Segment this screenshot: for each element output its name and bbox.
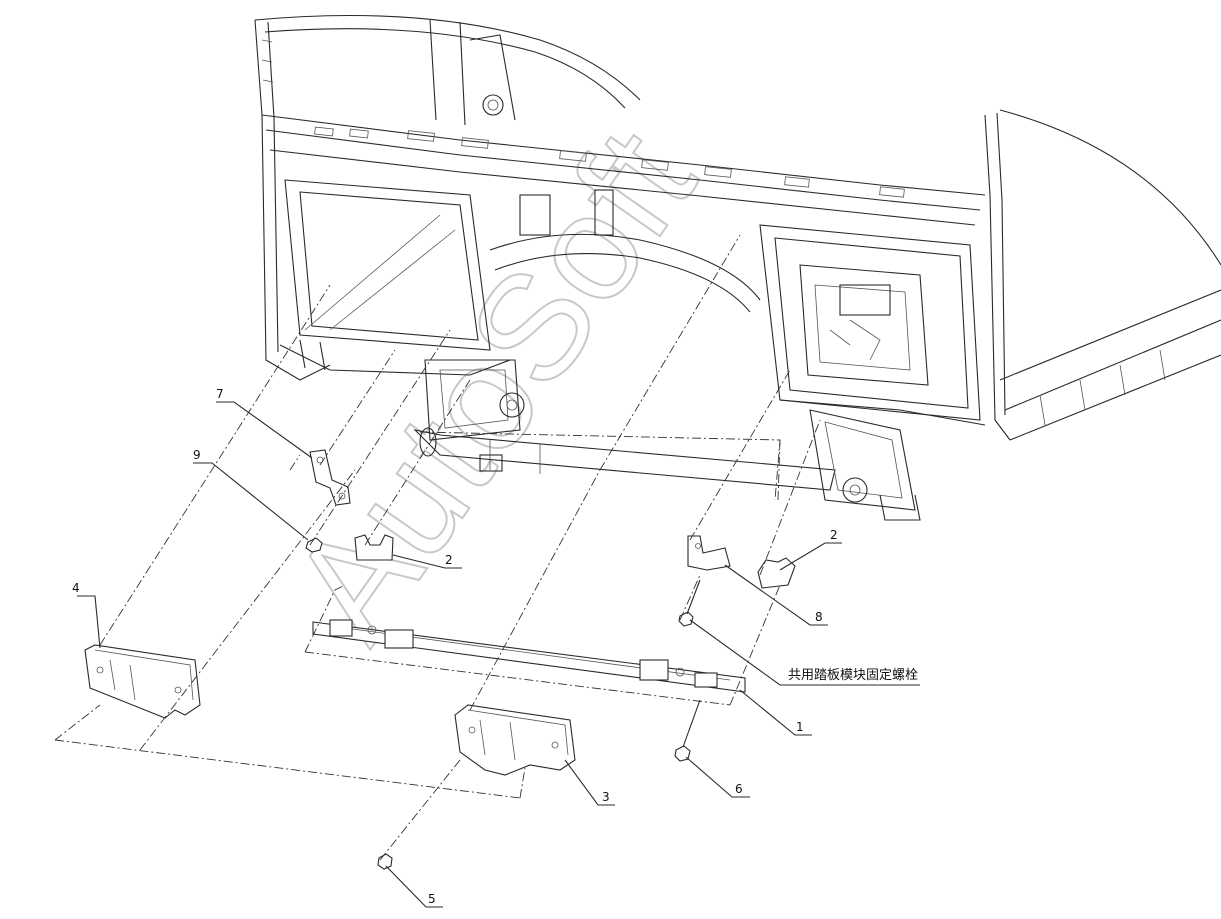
part-8-bracket xyxy=(687,535,731,571)
part-1-cross-beam xyxy=(312,619,746,693)
cab-frame xyxy=(254,14,1221,441)
callout-8: 8 xyxy=(815,610,823,624)
part-2-clamp-left xyxy=(354,534,394,561)
leader-lines xyxy=(77,401,920,908)
part-6-bolt xyxy=(674,699,701,762)
part-3-support-right xyxy=(454,704,576,776)
callout-7: 7 xyxy=(216,387,224,401)
callouts: 7 9 4 2 2 8 1 3 6 5 共用踏板模块固定螺栓 xyxy=(72,387,918,906)
callout-6: 6 xyxy=(735,782,743,796)
callout-3: 3 xyxy=(602,790,610,804)
part-5-bolt xyxy=(377,853,393,870)
part-7-bracket xyxy=(309,449,351,506)
assembly-lines xyxy=(54,234,821,861)
callout-5: 5 xyxy=(428,892,436,906)
callout-1: 1 xyxy=(796,720,804,734)
callout-2-left: 2 xyxy=(445,553,453,567)
watermark-text: AutoSoft xyxy=(259,101,727,669)
shared-pedal-bolt xyxy=(678,579,701,627)
callout-2-right: 2 xyxy=(830,528,838,542)
part-4-support-left xyxy=(84,644,201,719)
watermark: AutoSoft xyxy=(258,100,728,670)
part-9-nut xyxy=(305,537,323,553)
callout-4: 4 xyxy=(72,581,80,595)
note-shared-pedal-bolt: 共用踏板模块固定螺栓 xyxy=(788,668,918,683)
callout-9: 9 xyxy=(193,448,201,462)
part-2-clamp-right xyxy=(757,557,796,589)
